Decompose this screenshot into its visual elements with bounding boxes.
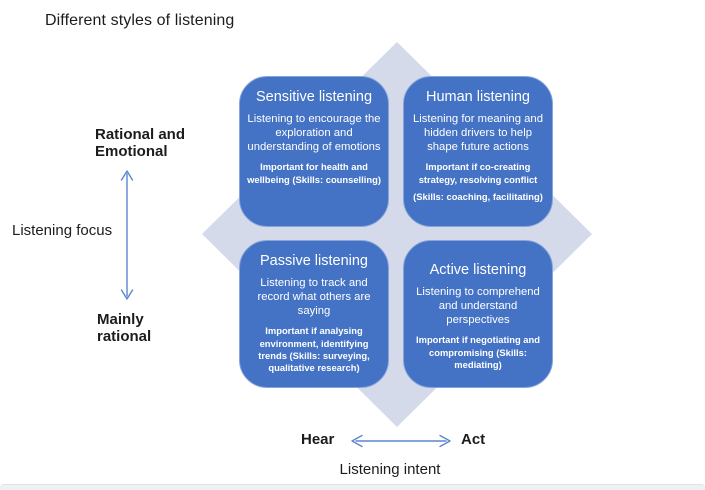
quadrant-note: Important if negotiating and compromisin… xyxy=(416,334,540,370)
x-axis-left-label: Hear xyxy=(301,431,335,448)
y-axis-bottom-label: Mainly rational xyxy=(97,311,152,345)
y-axis-top-label: Rational and Emotional xyxy=(95,126,186,160)
quadrant-note: Important for health and wellbeing (Skil… xyxy=(247,161,381,185)
vertical-double-arrow xyxy=(120,170,134,300)
x-axis-title: Listening intent xyxy=(339,461,441,478)
bottom-edge-strip xyxy=(0,484,705,490)
quadrant-body: Listening to encourage the exploration a… xyxy=(247,112,381,153)
page-title: Different styles of listening xyxy=(45,12,235,29)
quadrant-note-skills: (Skills: coaching, facilitating) xyxy=(413,190,543,202)
quadrant-body: Listening for meaning and hidden drivers… xyxy=(412,112,543,153)
quadrant-sensitive-listening: Sensitive listening Listening to encoura… xyxy=(239,76,389,227)
x-axis-right-label: Act xyxy=(461,431,486,448)
quadrant-body: Listening to comprehend and understand p… xyxy=(416,285,540,326)
quadrant-passive-listening: Passive listening Listening to track and… xyxy=(239,240,389,388)
quadrant-note: Important if analysing environment, iden… xyxy=(258,325,370,373)
quadrant-human-listening: Human listening Listening for meaning an… xyxy=(403,76,553,227)
quadrant-body: Listening to track and record what other… xyxy=(257,276,371,317)
quadrant-title: Sensitive listening xyxy=(255,89,373,105)
horizontal-double-arrow xyxy=(351,434,451,448)
quadrant-title: Active listening xyxy=(429,262,527,278)
quadrant-note: Important if co-creating strategy, resol… xyxy=(418,161,538,185)
quadrant-active-listening: Active listening Listening to comprehend… xyxy=(403,240,553,388)
quadrant-title: Passive listening xyxy=(260,253,368,269)
y-axis-title: Listening focus xyxy=(12,222,113,239)
quadrant-title: Human listening xyxy=(426,89,530,105)
